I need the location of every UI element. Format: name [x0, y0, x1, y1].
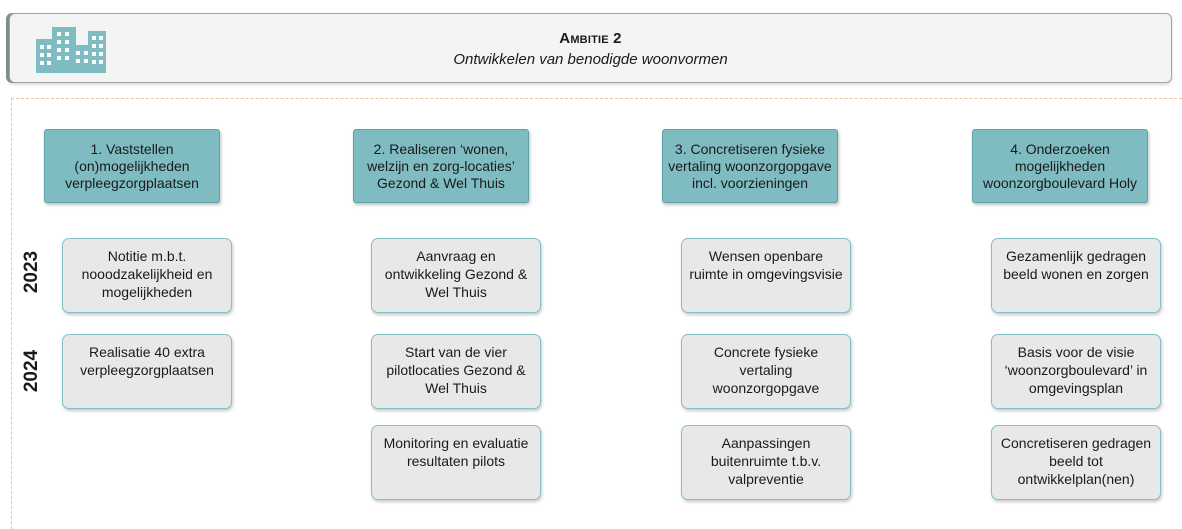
buildings-icon [36, 27, 106, 73]
year-label-2023: 2023 [21, 250, 42, 294]
card-col3-row1: Wensen openbare ruimte in omgevingsvisie [681, 238, 851, 313]
card-col4-row3: Concretiseren gedragen beeld tot ontwikk… [991, 425, 1161, 500]
column-header-1: 1. Vaststellen (on)mogelijkheden verplee… [44, 129, 220, 203]
dashed-frame [11, 98, 1182, 529]
card-col1-row2: Realisatie 40 extra verpleegzorgplaatsen [62, 334, 232, 409]
card-col2-row3: Monitoring en evaluatie resultaten pilot… [371, 425, 541, 500]
card-col3-row2: Concrete fysieke vertaling woonzorgopgav… [681, 334, 851, 409]
ambition-subtitle: Ontwikkelen van benodigde woonvormen [453, 51, 728, 68]
card-col2-row1: Aanvraag en ontwikkeling Gezond & Wel Th… [371, 238, 541, 313]
column-header-4: 4. Onderzoeken mogelijkheden woonzorgbou… [972, 129, 1148, 203]
card-col2-row2: Start van de vier pilotlocaties Gezond &… [371, 334, 541, 409]
card-col4-row1: Gezamenlijk gedragen beeld wonen en zorg… [991, 238, 1161, 313]
column-header-2: 2. Realiseren ‘wonen, welzijn en zorg-lo… [353, 129, 529, 203]
card-col3-row3: Aanpassingen buitenruimte t.b.v. valprev… [681, 425, 851, 500]
column-header-3: 3. Concretiseren fysieke vertaling woonz… [662, 129, 838, 203]
ambition-header: Ambitie 2 Ontwikkelen van benodigde woon… [9, 13, 1172, 83]
ambition-title: Ambitie 2 [559, 30, 622, 47]
year-label-2024: 2024 [21, 349, 42, 393]
card-col4-row2: Basis voor de visie ‘woonzorgboulevard’ … [991, 334, 1161, 409]
card-col1-row1: Notitie m.b.t. nooodzakelijkheid en moge… [62, 238, 232, 313]
